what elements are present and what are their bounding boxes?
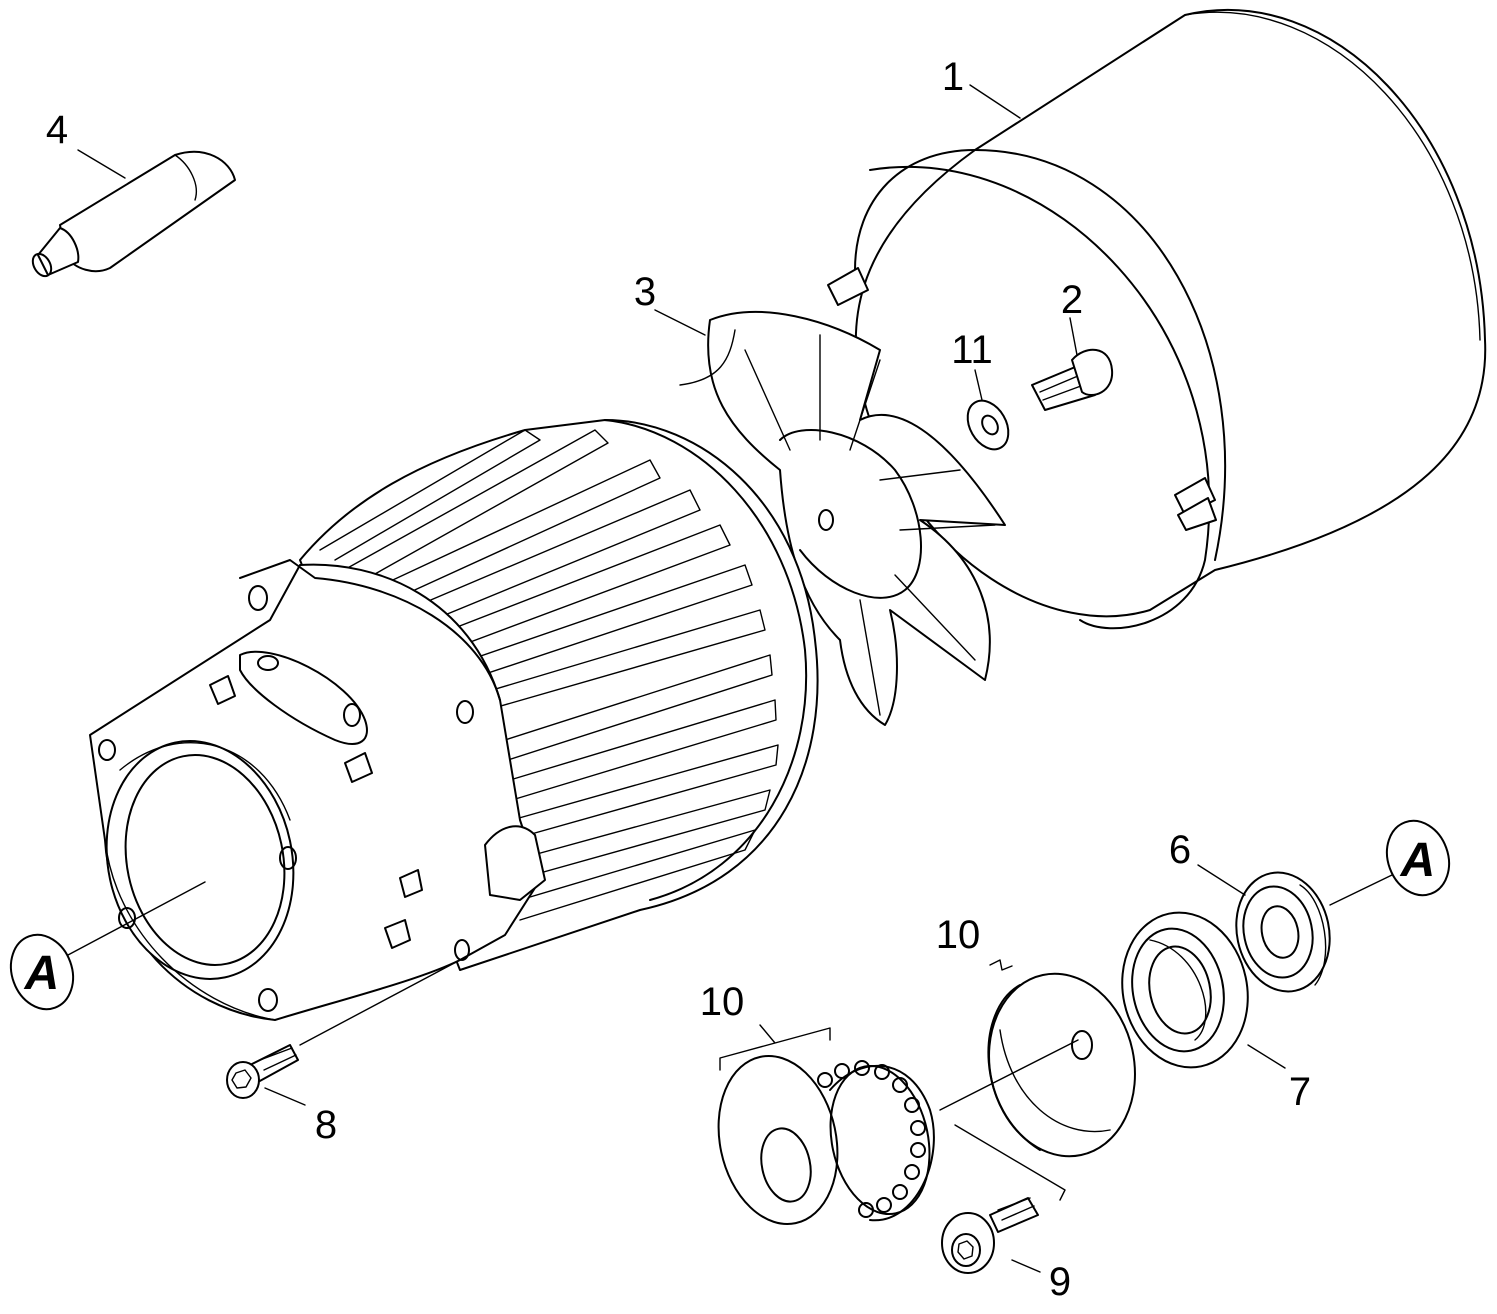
callout-labels: 1 2 3 4 11 6 7 8 9 10 10 (46, 55, 1311, 1304)
part-11-washer (966, 399, 1010, 451)
part-1-motor-cover (827, 9, 1487, 630)
callout-3: 3 (634, 270, 656, 314)
callout-9: 9 (1049, 1260, 1071, 1304)
part-8-screw (226, 1044, 299, 1099)
part-4-tube (31, 150, 236, 278)
callout-6: 6 (1169, 828, 1191, 872)
cooling-fins (319, 429, 779, 921)
callout-8: 8 (315, 1103, 337, 1147)
leader-8-screw-path (299, 959, 461, 1046)
part-6-shaft-seal (1235, 871, 1331, 993)
part-7-ball-bearing (1121, 911, 1249, 1069)
reference-letter-left: A (24, 947, 60, 1000)
reference-marker-a-right: A (1385, 819, 1451, 897)
front-housing (89, 559, 546, 1021)
bearing-balls (817, 1060, 926, 1218)
bracket-9 (954, 1124, 1066, 1201)
reference-marker-a-left: A (9, 933, 75, 1011)
leader-ref-right (1329, 874, 1393, 906)
callout-leaders (77, 84, 1286, 1273)
bracket-10b (989, 959, 1013, 971)
reference-letter-right: A (1400, 834, 1436, 887)
leader-ref-left (67, 881, 206, 956)
callout-10-thrust: 10 (700, 980, 745, 1024)
part-10-bearing-cup (987, 972, 1136, 1158)
part-2-bolt (1031, 348, 1114, 411)
leader-shaft-line (939, 1039, 1079, 1111)
callout-2: 2 (1061, 278, 1083, 322)
callout-11: 11 (951, 328, 993, 372)
callout-7: 7 (1289, 1070, 1311, 1114)
part-10-thrust-bearing-group (717, 1054, 935, 1226)
part-3-fan (679, 310, 1006, 726)
callout-1: 1 (942, 55, 964, 99)
bracket-10a (719, 1024, 831, 1071)
callout-4: 4 (46, 108, 68, 152)
callout-10-cup: 10 (936, 913, 981, 957)
part-9-flange-bolt (941, 1197, 1039, 1274)
